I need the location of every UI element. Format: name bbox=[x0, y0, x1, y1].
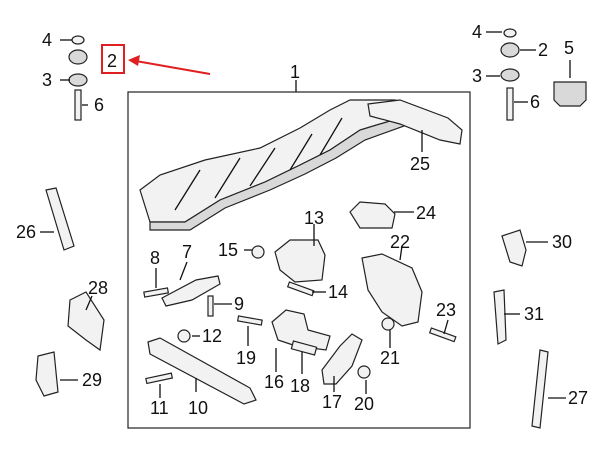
callout-20: 20 bbox=[354, 394, 374, 414]
shock-27 bbox=[531, 349, 549, 429]
bracket-29 bbox=[35, 351, 59, 397]
callout-14: 14 bbox=[328, 282, 348, 302]
callout-2-right: 2 bbox=[538, 40, 548, 60]
callout-13: 13 bbox=[304, 208, 324, 228]
callout-3-right: 3 bbox=[472, 66, 482, 86]
highlight-arrowhead bbox=[128, 55, 140, 66]
callout-26: 26 bbox=[16, 222, 36, 242]
callout-25: 25 bbox=[410, 154, 430, 174]
bracket-22 bbox=[361, 253, 423, 327]
bracket-28 bbox=[67, 291, 105, 352]
callout-6-right: 6 bbox=[530, 92, 540, 112]
callout-8: 8 bbox=[150, 248, 160, 268]
shock-26 bbox=[45, 187, 75, 251]
callout-22: 22 bbox=[390, 232, 410, 252]
bracket-31 bbox=[493, 289, 507, 345]
crossmember-10 bbox=[147, 337, 257, 405]
highlight-box-2 bbox=[101, 44, 125, 74]
callout-7: 7 bbox=[182, 242, 192, 262]
rear-crossmember bbox=[367, 99, 463, 145]
leader-lines bbox=[40, 31, 571, 399]
callout-30: 30 bbox=[552, 232, 572, 252]
callout-18: 18 bbox=[290, 376, 310, 396]
callout-29: 29 bbox=[82, 370, 102, 390]
callout-12: 12 bbox=[202, 326, 222, 346]
bracket-24 bbox=[349, 201, 396, 229]
callout-15: 15 bbox=[218, 240, 238, 260]
mount-stack-right bbox=[500, 28, 587, 121]
bracket-16 bbox=[271, 309, 331, 351]
callout-31: 31 bbox=[524, 304, 544, 324]
callout-4-right: 4 bbox=[472, 22, 482, 42]
callout-23: 23 bbox=[436, 300, 456, 320]
bracket-13 bbox=[274, 239, 326, 283]
highlight-arrow bbox=[129, 59, 211, 75]
bracket-17 bbox=[321, 333, 363, 385]
callout-24: 24 bbox=[416, 203, 436, 223]
mount-stack-left bbox=[68, 35, 88, 121]
callout-6-left: 6 bbox=[94, 95, 104, 115]
callout-4-left: 4 bbox=[42, 30, 52, 50]
callout-19: 19 bbox=[236, 348, 256, 368]
callout-9: 9 bbox=[234, 294, 244, 314]
callout-5: 5 bbox=[564, 38, 574, 58]
callout-3-left: 3 bbox=[42, 70, 52, 90]
callout-28: 28 bbox=[88, 278, 108, 298]
callout-27: 27 bbox=[568, 388, 588, 408]
bracket-30 bbox=[501, 229, 527, 267]
callout-2-left: 2 bbox=[107, 51, 117, 71]
callout-10: 10 bbox=[188, 398, 208, 418]
callout-21: 21 bbox=[380, 348, 400, 368]
frame-assembly-box bbox=[127, 91, 471, 429]
callout-16: 16 bbox=[264, 372, 284, 392]
callout-17: 17 bbox=[322, 392, 342, 412]
bracket-7 bbox=[161, 275, 221, 307]
bolts bbox=[143, 245, 457, 385]
callout-1: 1 bbox=[290, 62, 300, 82]
callout-11: 11 bbox=[150, 398, 169, 418]
